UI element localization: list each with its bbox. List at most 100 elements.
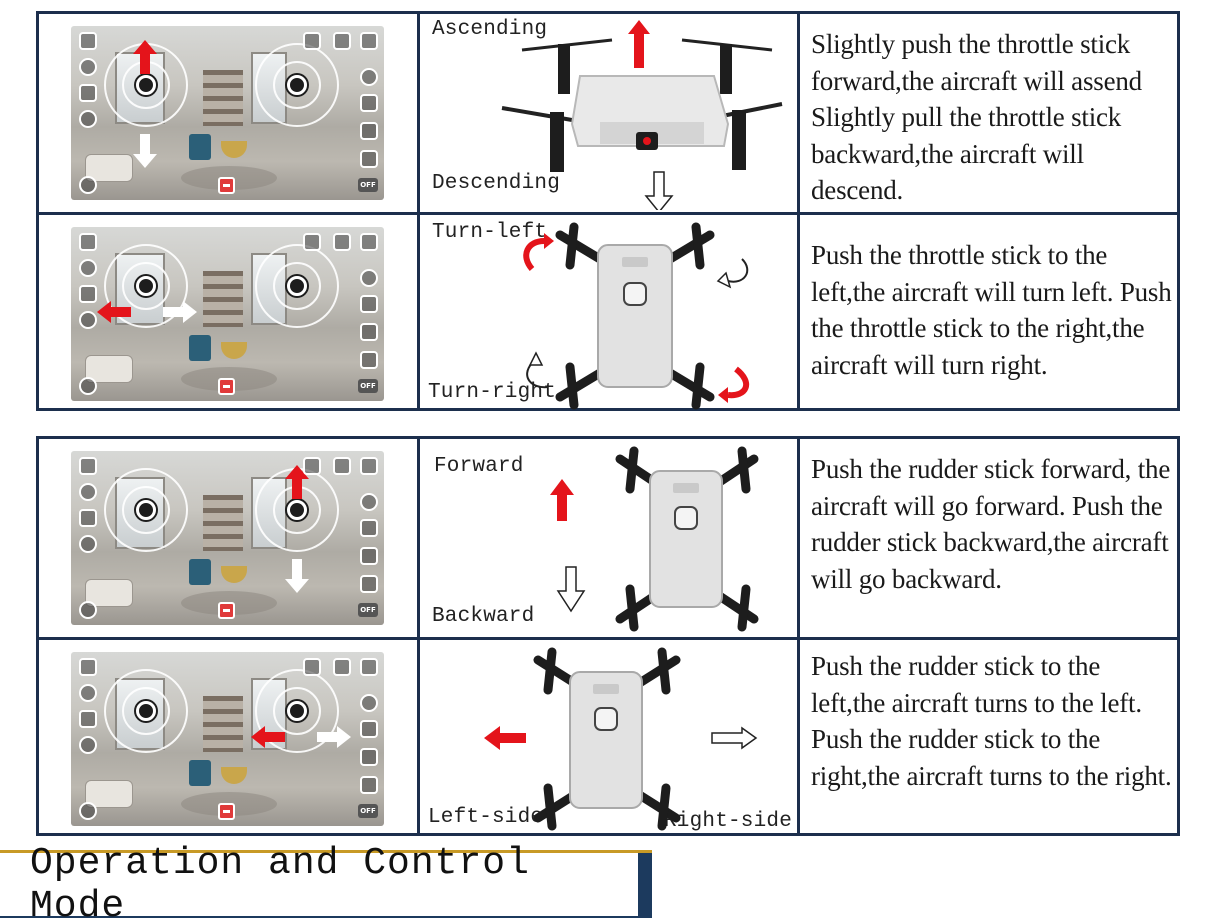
left-stick-inner-ring [122, 687, 170, 735]
app-screenshot-cell: OFF [39, 439, 420, 637]
left-stick-knob[interactable] [136, 75, 156, 95]
menu-icon[interactable] [360, 457, 378, 475]
arrow-left-red [251, 726, 285, 748]
right-stick-ring [255, 244, 339, 328]
phone-icon[interactable] [333, 457, 351, 475]
right-stick-inner-ring [273, 687, 321, 735]
arrow-left-red [484, 726, 526, 750]
drone-top-view [523, 222, 750, 410]
row-left-right-side: OFF Left-side Right-side [39, 637, 1177, 835]
arrow-cw-outline [716, 271, 732, 289]
label-descending: Descending [432, 172, 561, 195]
scene-bowl [221, 342, 247, 359]
phone-icon[interactable] [333, 233, 351, 251]
back-icon[interactable] [79, 32, 97, 50]
back-icon[interactable] [79, 658, 97, 676]
headless-icon[interactable] [360, 94, 378, 112]
scene-chair [189, 760, 211, 786]
compass-icon[interactable] [79, 176, 97, 194]
label-turn-left: Turn-left [432, 221, 548, 244]
camera-icon[interactable] [79, 110, 97, 128]
settings-icon[interactable] [79, 483, 97, 501]
arrow-down-outline [556, 566, 586, 613]
left-stick-ring [104, 244, 188, 328]
phone-icon[interactable] [333, 32, 351, 50]
headless-icon[interactable] [360, 295, 378, 313]
back-icon[interactable] [79, 457, 97, 475]
row-forward-backward: OFF Forward Backward Push [39, 439, 1177, 637]
stop-icon[interactable] [218, 378, 235, 395]
menu-icon[interactable] [360, 233, 378, 251]
compass-icon[interactable] [79, 377, 97, 395]
scene-shelf [203, 495, 243, 551]
hand-icon[interactable] [79, 285, 97, 303]
left-stick-inner-ring [122, 262, 170, 310]
app-screenshot: OFF [71, 26, 384, 200]
stop-icon[interactable] [218, 177, 235, 194]
arrow-up-red [628, 20, 650, 68]
hand-icon[interactable] [79, 509, 97, 527]
arrow-right-outline [711, 726, 758, 750]
off-button[interactable]: OFF [358, 804, 378, 818]
left-stick-knob[interactable] [136, 701, 156, 721]
photo-icon[interactable] [360, 323, 378, 341]
stop-icon[interactable] [218, 602, 235, 619]
right-stick-knob[interactable] [287, 276, 307, 296]
scene-bowl [221, 767, 247, 784]
arrow-down-white [285, 559, 309, 593]
settings-icon[interactable] [79, 58, 97, 76]
camera-icon[interactable] [79, 535, 97, 553]
vr-icon[interactable] [303, 658, 321, 676]
speed-icon[interactable] [360, 269, 378, 287]
arrow-up-red [133, 40, 157, 74]
compass-icon[interactable] [79, 802, 97, 820]
drone-side-view [501, 20, 783, 210]
section-title-bar: Operation and Control Mode [0, 842, 652, 920]
vr-icon[interactable] [303, 32, 321, 50]
headless-icon[interactable] [360, 519, 378, 537]
off-button[interactable]: OFF [358, 178, 378, 192]
right-stick-knob[interactable] [287, 701, 307, 721]
back-icon[interactable] [79, 233, 97, 251]
camera-icon[interactable] [79, 311, 97, 329]
settings-icon[interactable] [79, 684, 97, 702]
scene-shelf [203, 70, 243, 126]
description-text: Push the rudder stick to the left,the ai… [811, 651, 1172, 791]
scene-shelf [203, 696, 243, 752]
arrow-ccw-outline [528, 351, 544, 366]
speed-icon[interactable] [360, 68, 378, 86]
headless-icon[interactable] [360, 720, 378, 738]
off-button[interactable]: OFF [358, 379, 378, 393]
label-left-side: Left-side [428, 806, 544, 829]
camera-icon[interactable] [79, 736, 97, 754]
right-stick-knob[interactable] [287, 75, 307, 95]
left-stick-knob[interactable] [136, 276, 156, 296]
speed-icon[interactable] [360, 493, 378, 511]
hand-icon[interactable] [79, 84, 97, 102]
instruction-table-throttle: OFF Ascending Descending [36, 11, 1180, 411]
photo-icon[interactable] [360, 547, 378, 565]
vr-icon[interactable] [303, 233, 321, 251]
speed-icon[interactable] [360, 694, 378, 712]
video-icon[interactable] [360, 776, 378, 794]
section-title-box: Operation and Control Mode [0, 842, 638, 920]
vr-icon[interactable] [303, 457, 321, 475]
phone-icon[interactable] [333, 658, 351, 676]
photo-icon[interactable] [360, 122, 378, 140]
stop-icon[interactable] [218, 803, 235, 820]
arrow-cw-red [718, 387, 728, 403]
video-icon[interactable] [360, 351, 378, 369]
arrow-right-white [163, 301, 197, 323]
menu-icon[interactable] [360, 32, 378, 50]
compass-icon[interactable] [79, 601, 97, 619]
left-stick-knob[interactable] [136, 500, 156, 520]
photo-icon[interactable] [360, 748, 378, 766]
menu-icon[interactable] [360, 658, 378, 676]
video-icon[interactable] [360, 575, 378, 593]
hand-icon[interactable] [79, 710, 97, 728]
right-stick-knob[interactable] [287, 500, 307, 520]
left-stick-inner-ring [122, 486, 170, 534]
video-icon[interactable] [360, 150, 378, 168]
settings-icon[interactable] [79, 259, 97, 277]
off-button[interactable]: OFF [358, 603, 378, 617]
